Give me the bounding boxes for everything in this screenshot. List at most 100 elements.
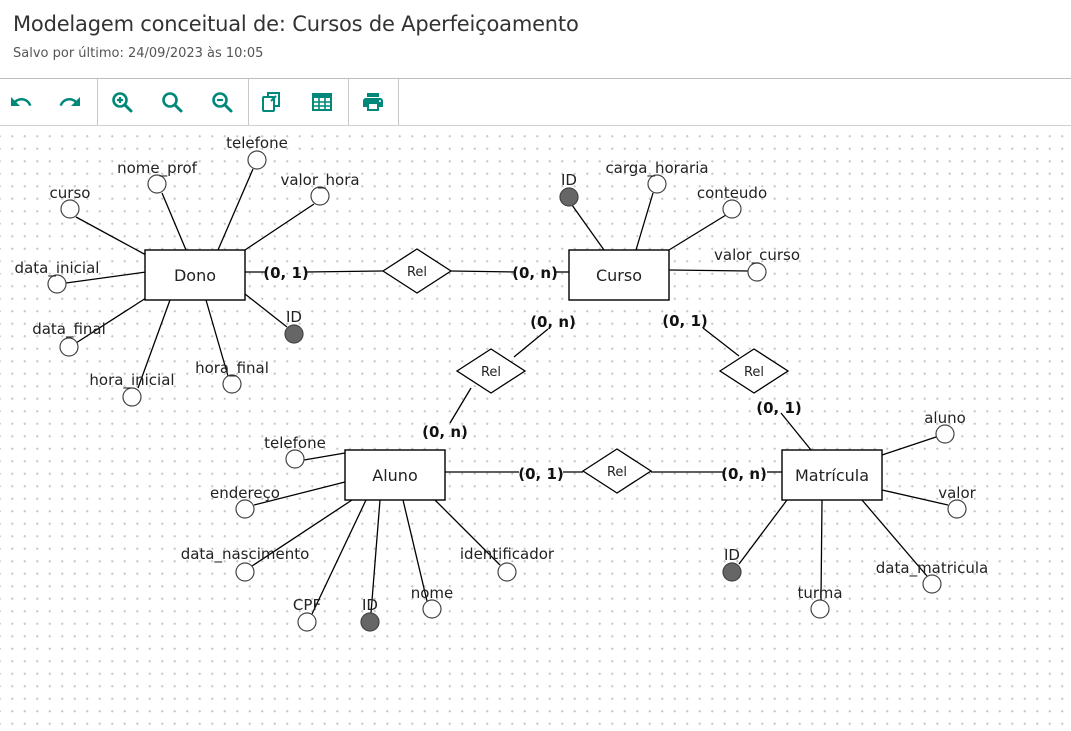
- attribute-label: telefone: [264, 434, 326, 452]
- relationship-dono-curso[interactable]: Rel: [381, 248, 453, 294]
- attribute-dono-nome-prof[interactable]: nome_prof: [117, 159, 198, 194]
- redo-icon: [59, 97, 80, 106]
- undo-button[interactable]: [9, 90, 33, 114]
- attribute-label: nome_prof: [117, 159, 198, 178]
- zoom-icon: [162, 92, 183, 113]
- attribute-label: nome: [411, 584, 454, 602]
- attribute-curso-carga-horaria[interactable]: carga_horaria: [605, 159, 709, 194]
- attribute-matricula-turma[interactable]: turma: [797, 584, 843, 619]
- attribute-dono-hora-inicial[interactable]: hora_inicial: [89, 371, 175, 407]
- cardinality-label: (0, n): [721, 465, 767, 483]
- attribute-label: identificador: [460, 545, 555, 563]
- attribute-label: data_final: [32, 320, 106, 339]
- cardinality-label: (0, 1): [518, 465, 564, 483]
- table-icon: [312, 93, 332, 111]
- zoom-out-icon: [212, 92, 233, 113]
- data-group: [248, 79, 349, 125]
- attribute-label: data_nascimento: [181, 545, 310, 564]
- attribute-label: turma: [797, 584, 842, 602]
- print-group: [348, 79, 399, 125]
- attribute-aluno-cpf[interactable]: CPF: [293, 596, 321, 632]
- redo-button[interactable]: [58, 90, 82, 114]
- zoom-reset-button[interactable]: [160, 90, 184, 114]
- relationship-curso-matricula[interactable]: Rel: [718, 348, 790, 394]
- attribute-label: valor_hora: [280, 171, 359, 190]
- attribute-label: valor: [938, 484, 976, 502]
- attribute-label: valor_curso: [714, 246, 800, 265]
- attribute-label: data_matricula: [876, 559, 988, 578]
- attribute-aluno-endereco[interactable]: endereço: [210, 484, 280, 519]
- attribute-matricula-id[interactable]: ID: [722, 546, 742, 582]
- relationship-label: Rel: [607, 465, 627, 480]
- attribute-label: ID: [286, 308, 302, 326]
- attribute-label: hora_inicial: [89, 371, 174, 390]
- cardinality-label: (0, n): [422, 423, 468, 441]
- attribute-matricula-data-matricula[interactable]: data_matricula: [876, 559, 988, 594]
- print-icon: [363, 93, 383, 111]
- page-header: Modelagem conceitual de: Cursos de Aperf…: [0, 0, 1071, 79]
- attribute-dono-telefone[interactable]: telefone: [226, 134, 288, 170]
- entity-matricula[interactable]: Matrícula: [781, 449, 883, 501]
- attribute-dono-data-final[interactable]: data_final: [32, 320, 106, 357]
- connector-lines: [65, 168, 949, 615]
- attribute-dono-valor-hora[interactable]: valor_hora: [280, 171, 360, 206]
- attribute-aluno-identificador[interactable]: identificador: [460, 545, 555, 582]
- attribute-matricula-valor[interactable]: valor: [938, 484, 977, 519]
- entity-label: Matrícula: [795, 466, 869, 485]
- attribute-aluno-id[interactable]: ID: [360, 596, 380, 632]
- attribute-label: aluno: [924, 409, 966, 427]
- attribute-curso-conteudo[interactable]: conteudo: [697, 184, 767, 219]
- cardinality-label: (0, 1): [263, 264, 309, 282]
- attribute-aluno-data-nascimento[interactable]: data_nascimento: [181, 545, 310, 582]
- diagram-canvas[interactable]: [0, 126, 1071, 731]
- entity-label: Aluno: [372, 466, 417, 485]
- attribute-label: ID: [561, 171, 577, 189]
- attribute-dono-hora-final[interactable]: hora_final: [195, 359, 269, 394]
- page-title: Modelagem conceitual de: Cursos de Aperf…: [13, 12, 579, 36]
- zoom-in-button[interactable]: [110, 90, 134, 114]
- attribute-label: telefone: [226, 134, 288, 152]
- copy-icon: [262, 92, 280, 112]
- table-button[interactable]: [310, 90, 334, 114]
- cardinality-labels: (0, 1) (0, n) (0, n) (0, n) (0, 1) (0, 1…: [263, 264, 802, 483]
- cardinality-label: (0, 1): [662, 312, 708, 330]
- entity-curso[interactable]: Curso: [568, 249, 670, 301]
- history-group: [0, 79, 98, 125]
- attribute-aluno-nome[interactable]: nome: [411, 584, 454, 619]
- attribute-dono-id[interactable]: ID: [284, 308, 304, 344]
- copy-button[interactable]: [260, 90, 284, 114]
- zoom-out-button[interactable]: [210, 90, 234, 114]
- zoom-group: [97, 79, 249, 125]
- print-button[interactable]: [361, 90, 385, 114]
- attribute-label: conteudo: [697, 184, 767, 202]
- cardinality-label: (0, n): [512, 264, 558, 282]
- relationship-label: Rel: [744, 365, 764, 380]
- attribute-curso-id[interactable]: ID: [559, 171, 579, 207]
- entity-aluno[interactable]: Aluno: [344, 449, 446, 501]
- attribute-label: ID: [724, 546, 740, 564]
- attribute-aluno-telefone[interactable]: telefone: [264, 434, 326, 469]
- attribute-dono-data-inicial[interactable]: data_inicial: [15, 259, 100, 294]
- relationship-aluno-matricula[interactable]: Rel: [581, 448, 653, 494]
- attribute-label: hora_final: [195, 359, 269, 378]
- attribute-matricula-aluno[interactable]: aluno: [924, 409, 966, 444]
- entity-label: Curso: [596, 266, 642, 285]
- entity-label: Dono: [174, 266, 216, 285]
- attribute-label: CPF: [293, 596, 321, 614]
- cardinality-label: (0, n): [530, 313, 576, 331]
- entity-dono[interactable]: Dono: [144, 249, 246, 301]
- attribute-label: endereço: [210, 484, 280, 502]
- zoom-in-icon: [112, 92, 133, 113]
- attribute-label: carga_horaria: [605, 159, 708, 178]
- relationship-curso-aluno[interactable]: Rel: [455, 348, 527, 394]
- toolbar: [0, 79, 1071, 126]
- attribute-label: curso: [50, 184, 91, 202]
- relationship-label: Rel: [407, 265, 427, 280]
- attribute-dono-curso[interactable]: curso: [50, 184, 91, 219]
- attribute-curso-valor-curso[interactable]: valor_curso: [714, 246, 800, 282]
- attribute-label: data_inicial: [15, 259, 100, 278]
- attribute-label: ID: [362, 596, 378, 614]
- last-saved-text: Salvo por último: 24/09/2023 às 10:05: [13, 46, 264, 61]
- cardinality-label: (0, 1): [756, 399, 802, 417]
- relationship-label: Rel: [481, 365, 501, 380]
